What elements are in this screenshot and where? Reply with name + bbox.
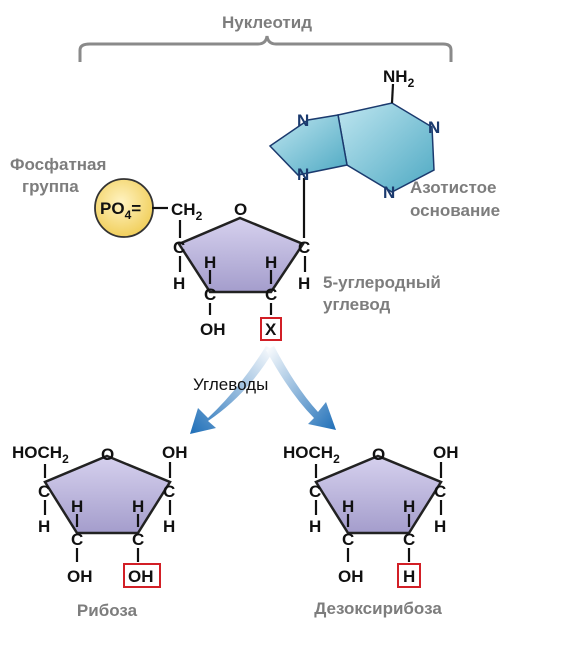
ribose-c1: C	[163, 482, 175, 501]
nucleotide-c3: C	[204, 285, 216, 304]
deoxyribose-h4: H	[309, 517, 321, 536]
nucleotide-ch2: CH2	[171, 200, 203, 223]
carbs-label: Углеводы	[193, 375, 268, 394]
deoxyribose-h2: H	[403, 497, 415, 516]
deoxyribose-ring-o: O	[372, 445, 385, 464]
nucleotide-ring-o: O	[234, 200, 247, 219]
ribose-h1: H	[163, 517, 175, 536]
deoxyribose-label: Дезоксирибоза	[314, 599, 442, 618]
deoxyribose-h2-bottom: H	[403, 567, 415, 586]
ribose-oh-top: OH	[162, 443, 188, 462]
deoxyribose-c3: C	[342, 530, 354, 549]
ribose-oh2: OH	[128, 567, 154, 586]
phosphate-label-line2: группа	[22, 177, 79, 196]
phosphate-label-line1: Фосфатная	[10, 155, 106, 174]
ribose-h4: H	[38, 517, 50, 536]
ribose-hoch2: HOCH2	[12, 443, 69, 466]
deoxyribose-h-highlight-box	[397, 563, 421, 588]
nucleotide-x: X	[265, 320, 277, 339]
deoxyribose-c2: C	[403, 530, 415, 549]
deoxyribose-c4: C	[309, 482, 321, 501]
base-n4: N	[383, 183, 395, 202]
ribose-oh-highlight-box	[123, 563, 161, 588]
nucleotide-h3: H	[204, 253, 216, 272]
ribose-h3: H	[71, 497, 83, 516]
base-n1: N	[297, 111, 309, 130]
nucleotide-h2: H	[265, 253, 277, 272]
nucleotide-h4: H	[173, 274, 185, 293]
base-n2: N	[428, 118, 440, 137]
sugar-label-line1: 5-углеродный	[323, 273, 441, 292]
x-highlight-box	[260, 317, 282, 341]
ribose-label: Рибоза	[77, 601, 138, 620]
deoxyribose-c1: C	[434, 482, 446, 501]
nucleotide-sugar-ring	[177, 216, 305, 294]
deoxyribose-oh3: OH	[338, 567, 364, 586]
deoxyribose-ring	[314, 454, 443, 535]
deoxyribose-hoch2: HOCH2	[283, 443, 340, 466]
nucleotide-c4: C	[173, 238, 185, 257]
deoxyribose-oh-top: OH	[433, 443, 459, 462]
nitrogenous-base	[268, 83, 435, 238]
ribose-c4: C	[38, 482, 50, 501]
ribose-oh3: OH	[67, 567, 93, 586]
nucleotide-brace	[78, 35, 453, 62]
nucleotide-title: Нуклеотид	[222, 13, 312, 32]
ribose-c2: C	[132, 530, 144, 549]
base-label-line2: основание	[410, 201, 500, 220]
arrow-to-ribose	[190, 346, 274, 434]
base-n3: N	[297, 165, 309, 184]
nucleotide-c2: C	[265, 285, 277, 304]
nucleotide-c1: C	[298, 238, 310, 257]
base-nh2: NH2	[383, 67, 415, 90]
deoxyribose-h3: H	[342, 497, 354, 516]
ribose-ring-o: O	[101, 445, 114, 464]
ribose-h2: H	[132, 497, 144, 516]
deoxyribose-h1: H	[434, 517, 446, 536]
nucleotide-h1: H	[298, 274, 310, 293]
ribose-ring	[43, 454, 172, 535]
base-label-line1: Азотистое	[410, 178, 496, 197]
sugar-label-line2: углевод	[323, 295, 391, 314]
ribose-c3: C	[71, 530, 83, 549]
nucleotide-oh: OH	[200, 320, 226, 339]
arrow-to-deoxyribose	[266, 346, 336, 430]
phosphate-formula: PO4=	[100, 199, 141, 222]
